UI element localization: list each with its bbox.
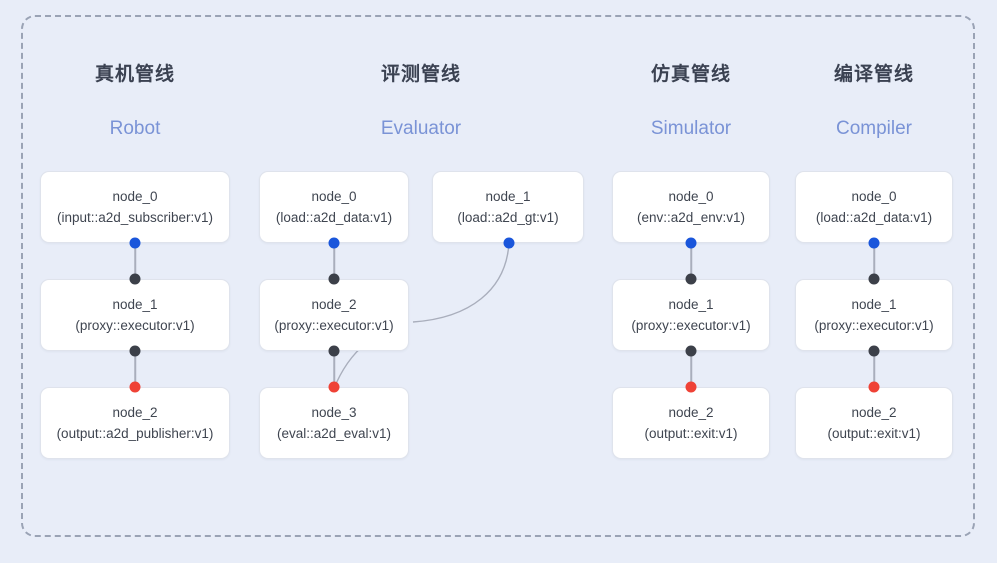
node-robot-2[interactable]: node_2 (output::a2d_publisher:v1) [40, 387, 230, 459]
node-simulator-2-signature: (output::exit:v1) [644, 425, 738, 441]
edge-simulator-1-2 [690, 350, 692, 387]
node-robot-1[interactable]: node_1 (proxy::executor:v1) [40, 279, 230, 351]
node-compiler-2-signature: (output::exit:v1) [827, 425, 921, 441]
port-simulator-1-output[interactable] [685, 345, 697, 357]
node-robot-0-name: node_0 [112, 188, 158, 204]
node-compiler-1[interactable]: node_1 (proxy::executor:v1) [795, 279, 953, 351]
port-simulator-0-output[interactable] [685, 237, 697, 249]
node-evaluator-0[interactable]: node_0 (load::a2d_data:v1) [259, 171, 409, 243]
port-robot-2-input[interactable] [129, 381, 141, 393]
port-compiler-1-output[interactable] [868, 345, 880, 357]
port-robot-0-output[interactable] [129, 237, 141, 249]
port-compiler-0-output[interactable] [868, 237, 880, 249]
port-robot-1-output[interactable] [129, 345, 141, 357]
node-robot-1-name: node_1 [112, 296, 158, 312]
node-evaluator-3[interactable]: node_3 (eval::a2d_eval:v1) [259, 387, 409, 459]
node-evaluator-3-name: node_3 [311, 404, 357, 420]
edge-robot-1-2 [134, 350, 136, 387]
port-simulator-1-input[interactable] [685, 273, 697, 285]
node-compiler-1-name: node_1 [851, 296, 897, 312]
node-evaluator-2[interactable]: node_2 (proxy::executor:v1) [259, 279, 409, 351]
node-simulator-0-name: node_0 [668, 188, 714, 204]
node-compiler-0[interactable]: node_0 (load::a2d_data:v1) [795, 171, 953, 243]
node-simulator-1-name: node_1 [668, 296, 714, 312]
node-compiler-2[interactable]: node_2 (output::exit:v1) [795, 387, 953, 459]
node-evaluator-1-name: node_1 [485, 188, 531, 204]
node-robot-2-signature: (output::a2d_publisher:v1) [56, 425, 214, 441]
node-compiler-1-signature: (proxy::executor:v1) [814, 317, 934, 333]
port-evaluator-2-output[interactable] [328, 345, 340, 357]
port-robot-1-input[interactable] [129, 273, 141, 285]
node-robot-0-signature: (input::a2d_subscriber:v1) [56, 209, 214, 225]
node-compiler-0-name: node_0 [851, 188, 897, 204]
node-compiler-0-signature: (load::a2d_data:v1) [815, 209, 933, 225]
node-evaluator-2-name: node_2 [311, 296, 357, 312]
port-evaluator-2-input[interactable] [328, 273, 340, 285]
port-compiler-2-input[interactable] [868, 381, 880, 393]
node-simulator-0-signature: (env::a2d_env:v1) [636, 209, 746, 225]
node-evaluator-3-signature: (eval::a2d_eval:v1) [276, 425, 392, 441]
node-compiler-2-name: node_2 [851, 404, 897, 420]
node-evaluator-1[interactable]: node_1 (load::a2d_gt:v1) [432, 171, 584, 243]
port-evaluator-0-output[interactable] [328, 237, 340, 249]
node-simulator-2[interactable]: node_2 (output::exit:v1) [612, 387, 770, 459]
diagram-dashed-frame [21, 15, 975, 537]
node-evaluator-2-signature: (proxy::executor:v1) [274, 317, 394, 333]
node-simulator-1-signature: (proxy::executor:v1) [631, 317, 751, 333]
port-evaluator-1-output[interactable] [503, 237, 515, 249]
node-simulator-0[interactable]: node_0 (env::a2d_env:v1) [612, 171, 770, 243]
edge-compiler-1-2 [873, 350, 875, 387]
edge-robot-0-1 [134, 242, 136, 278]
node-robot-2-name: node_2 [112, 404, 158, 420]
node-simulator-1[interactable]: node_1 (proxy::executor:v1) [612, 279, 770, 351]
edge-evaluator-2-3 [333, 350, 335, 387]
port-evaluator-3-input[interactable] [328, 381, 340, 393]
edge-compiler-0-1 [873, 242, 875, 278]
node-robot-0[interactable]: node_0 (input::a2d_subscriber:v1) [40, 171, 230, 243]
edge-simulator-0-1 [690, 242, 692, 278]
node-robot-1-signature: (proxy::executor:v1) [75, 317, 195, 333]
edge-evaluator-0-2 [333, 242, 335, 278]
port-simulator-2-input[interactable] [685, 381, 697, 393]
node-evaluator-0-name: node_0 [311, 188, 357, 204]
node-evaluator-1-signature: (load::a2d_gt:v1) [457, 209, 559, 225]
port-compiler-1-input[interactable] [868, 273, 880, 285]
node-evaluator-0-signature: (load::a2d_data:v1) [275, 209, 393, 225]
node-simulator-2-name: node_2 [668, 404, 714, 420]
